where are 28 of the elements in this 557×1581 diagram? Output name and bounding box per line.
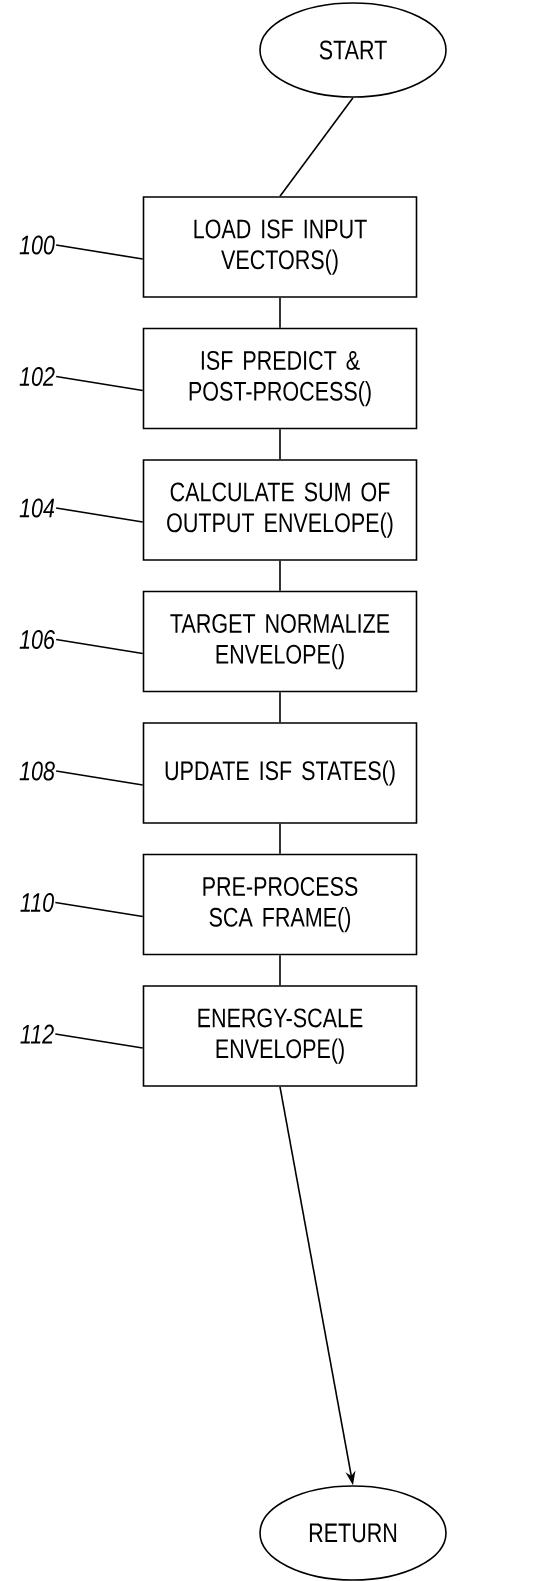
- callout-number: 100: [19, 235, 55, 255]
- process-box: CALCULATE SUM OF OUTPUT ENVELOPE(): [142, 459, 418, 561]
- process-box: ISF PREDICT & POST-PROCESS(): [142, 327, 418, 430]
- process-box: LOAD ISF INPUT VECTORS(): [142, 196, 418, 298]
- leader-line: [55, 507, 144, 523]
- connector-line: [279, 823, 281, 855]
- process-box: UPDATE ISF STATES(): [142, 722, 418, 824]
- callout-number: 112: [20, 1024, 54, 1044]
- process-box: ENERGY-SCALE ENVELOPE(): [142, 985, 418, 1087]
- connector-line: [279, 297, 281, 329]
- connector-line: [279, 428, 281, 460]
- leader-line: [55, 770, 144, 786]
- connector-line: [279, 560, 281, 592]
- leader-line: [55, 638, 144, 655]
- connector-line: [279, 97, 354, 197]
- callout-number: 108: [19, 761, 55, 781]
- leader-line: [55, 375, 144, 392]
- callout-number: 104: [19, 498, 55, 518]
- leader-line: [54, 1033, 144, 1049]
- leader-line: [55, 244, 144, 260]
- callout-number: 102: [19, 367, 55, 387]
- callout-number: 106: [19, 630, 55, 650]
- process-box: PRE-PROCESS SCA FRAME(): [142, 853, 418, 956]
- connector-line: [279, 691, 281, 723]
- callout-number: 110: [20, 893, 54, 913]
- connector-line: [279, 954, 281, 986]
- leader-line: [54, 901, 144, 918]
- process-box: TARGET NORMALIZE ENVELOPE(): [142, 590, 418, 693]
